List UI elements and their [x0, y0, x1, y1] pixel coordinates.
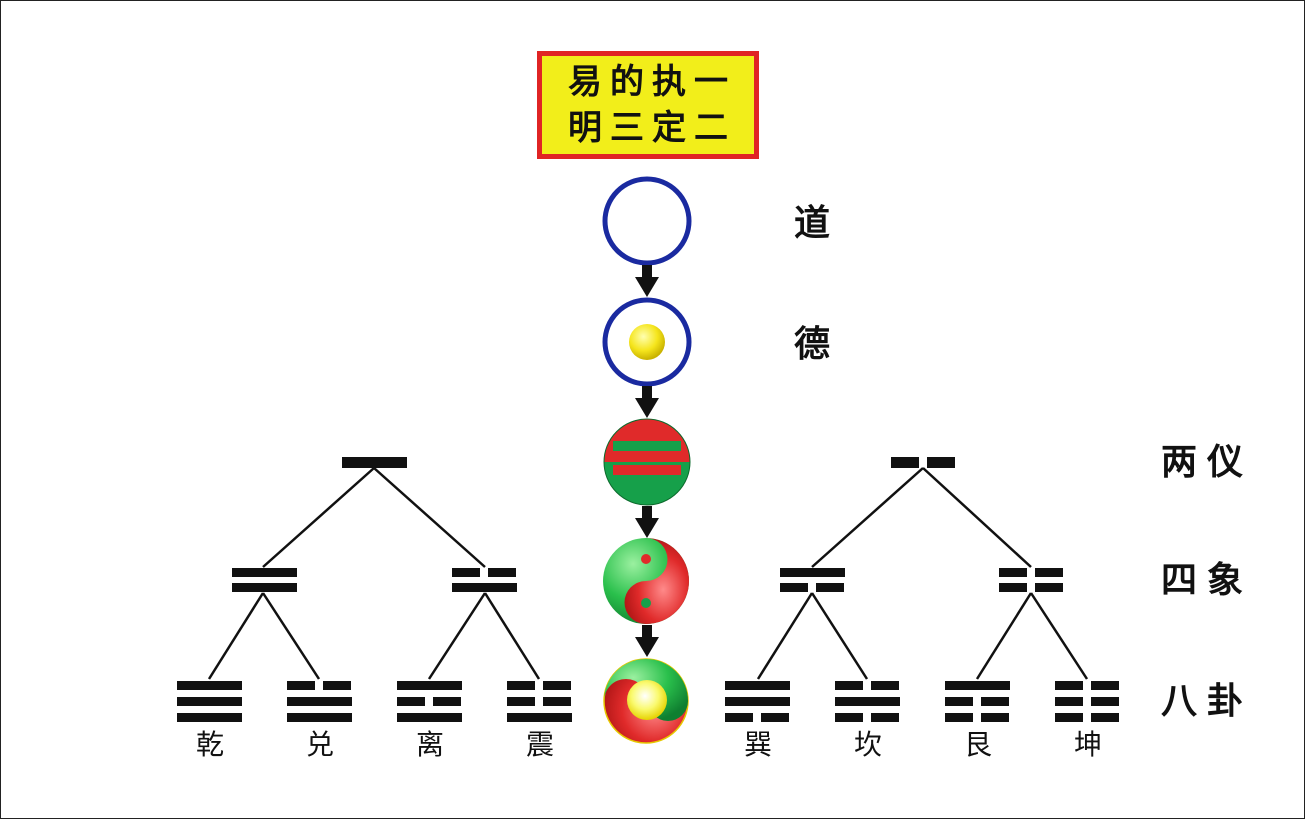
arrow-3	[635, 506, 659, 538]
gua-name-li: 离	[415, 728, 444, 761]
stage-label-de: 德	[794, 323, 841, 365]
title-line-1: 易的执一	[568, 62, 736, 102]
stage-label-dao: 道	[794, 202, 841, 244]
gua-name-kan: 坎	[853, 728, 882, 761]
trigram-kan	[835, 681, 900, 722]
stage-label-sixiang: 四象	[1161, 559, 1254, 601]
yang-line	[342, 457, 407, 468]
trigram-li	[397, 681, 462, 722]
shaoyang-symbol	[780, 568, 845, 592]
left-tree-lines	[207, 467, 541, 680]
trigram-kun	[1055, 681, 1119, 722]
bagua-ball	[603, 658, 689, 744]
arrow-4	[635, 625, 659, 657]
gua-name-dui: 兑	[305, 728, 334, 761]
shaoyin-symbol	[452, 568, 517, 592]
title-line-2: 明三定二	[568, 108, 736, 148]
sixiang-taiji	[603, 538, 689, 624]
liangyi-ball	[603, 418, 691, 506]
arrow-1	[635, 265, 659, 297]
title-box: 易的执一 明三定二	[537, 51, 759, 159]
right-tree-lines	[756, 467, 1089, 680]
gua-name-qian: 乾	[195, 728, 224, 761]
trigram-xun	[725, 681, 790, 722]
gua-name-zhen: 震	[525, 728, 554, 761]
gua-name-gen: 艮	[963, 728, 992, 761]
taiyang-symbol	[232, 568, 297, 592]
trigram-dui	[287, 681, 352, 722]
dao-circle	[602, 176, 692, 266]
trigram-zhen	[507, 681, 572, 722]
trigram-qian	[177, 681, 242, 722]
yin-line	[891, 457, 955, 468]
taiyin-symbol	[999, 568, 1063, 592]
gua-name-kun: 坤	[1073, 728, 1102, 761]
trigram-gen	[945, 681, 1010, 722]
gua-name-xun: 巽	[743, 728, 772, 761]
stage-label-bagua: 八卦	[1161, 680, 1254, 722]
de-yolk	[629, 324, 665, 360]
stage-label-liangyi: 两仪	[1161, 441, 1254, 483]
arrow-2	[635, 386, 659, 418]
